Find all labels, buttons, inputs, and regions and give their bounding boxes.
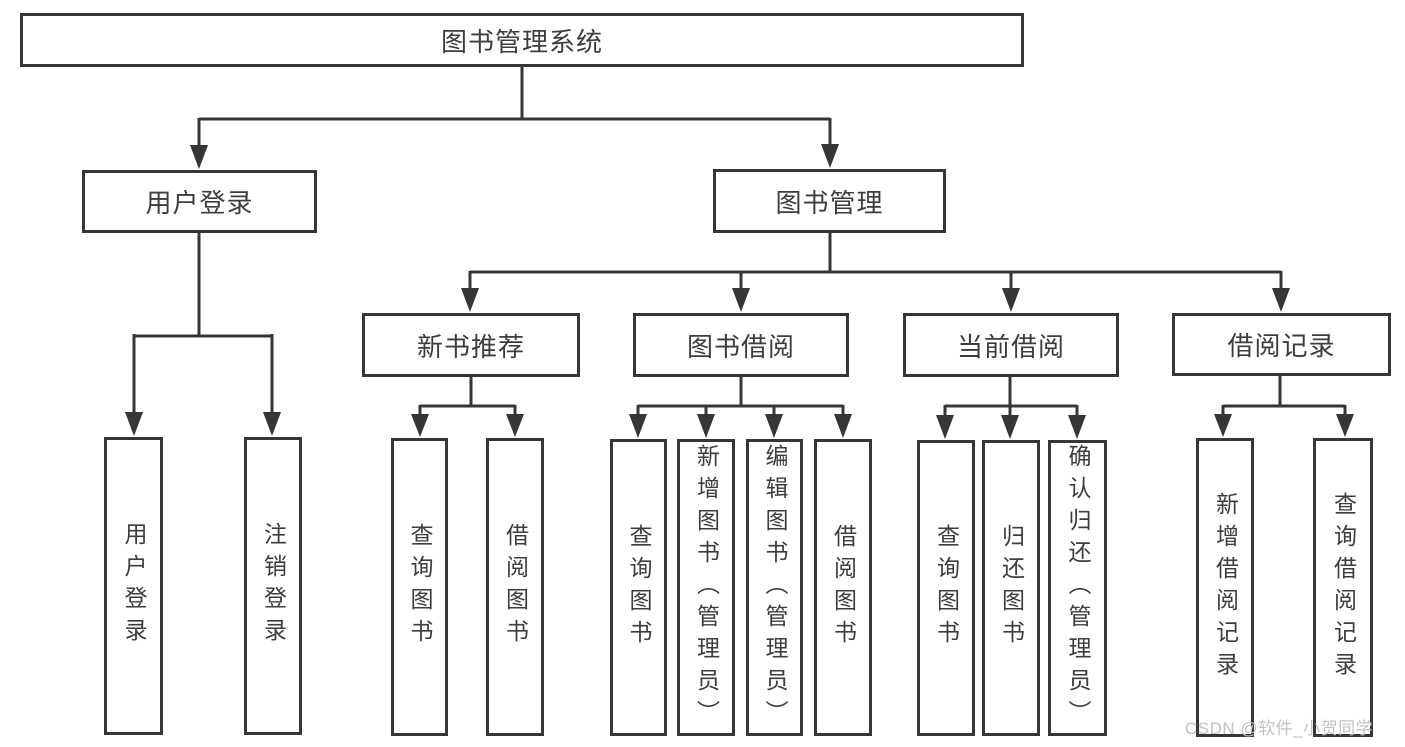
leaf-label: 查询图书 — [626, 523, 652, 652]
leaf-label: 查询借阅记录 — [1330, 491, 1357, 684]
leaf-user-login: 用户登录 — [104, 437, 163, 735]
node-book-borrow: 图书借阅 — [633, 313, 849, 377]
node-user-login: 用户登录 — [82, 170, 317, 233]
csdn-watermark: CSDN @软件_小贺同学 — [1185, 719, 1374, 738]
leaf-return-book: 归还图书 — [982, 440, 1040, 736]
leaf-label: 用户登录 — [121, 522, 147, 650]
leaf-label: 注销登录 — [260, 522, 287, 650]
leaf-add-borrow-record: 新增借阅记录 — [1196, 438, 1254, 737]
leaf-label: 归还图书 — [998, 524, 1025, 652]
leaf-add-book-admin: 新增图书（管理员） — [677, 439, 735, 736]
leaf-query-book-3: 查询图书 — [917, 440, 975, 736]
leaf-query-book-1: 查询图书 — [391, 438, 448, 736]
node-book-management: 图书管理 — [713, 169, 946, 233]
leaf-label: 新增借阅记录 — [1212, 491, 1239, 684]
leaf-label: 查询图书 — [933, 524, 960, 652]
leaf-borrow-book-1: 借阅图书 — [486, 438, 544, 736]
leaf-label: 查询图书 — [407, 523, 433, 651]
leaf-label: 编辑图书（管理员） — [762, 443, 788, 732]
leaf-label: 借阅图书 — [502, 523, 529, 651]
node-borrow-records: 借阅记录 — [1172, 313, 1391, 376]
leaf-query-borrow-record: 查询借阅记录 — [1313, 438, 1373, 737]
node-root: 图书管理系统 — [20, 13, 1024, 67]
leaf-label: 确认归还（管理员） — [1065, 444, 1091, 732]
node-current-borrow: 当前借阅 — [903, 313, 1119, 377]
leaf-label: 借阅图书 — [830, 523, 857, 652]
leaf-borrow-book-2: 借阅图书 — [814, 439, 872, 736]
leaf-logout: 注销登录 — [244, 437, 302, 735]
node-new-book-recommend: 新书推荐 — [362, 313, 580, 377]
leaf-query-book-2: 查询图书 — [610, 439, 667, 736]
leaf-label: 新增图书（管理员） — [693, 443, 720, 732]
leaf-edit-book-admin: 编辑图书（管理员） — [746, 439, 803, 736]
leaf-confirm-return-admin: 确认归还（管理员） — [1048, 440, 1107, 736]
